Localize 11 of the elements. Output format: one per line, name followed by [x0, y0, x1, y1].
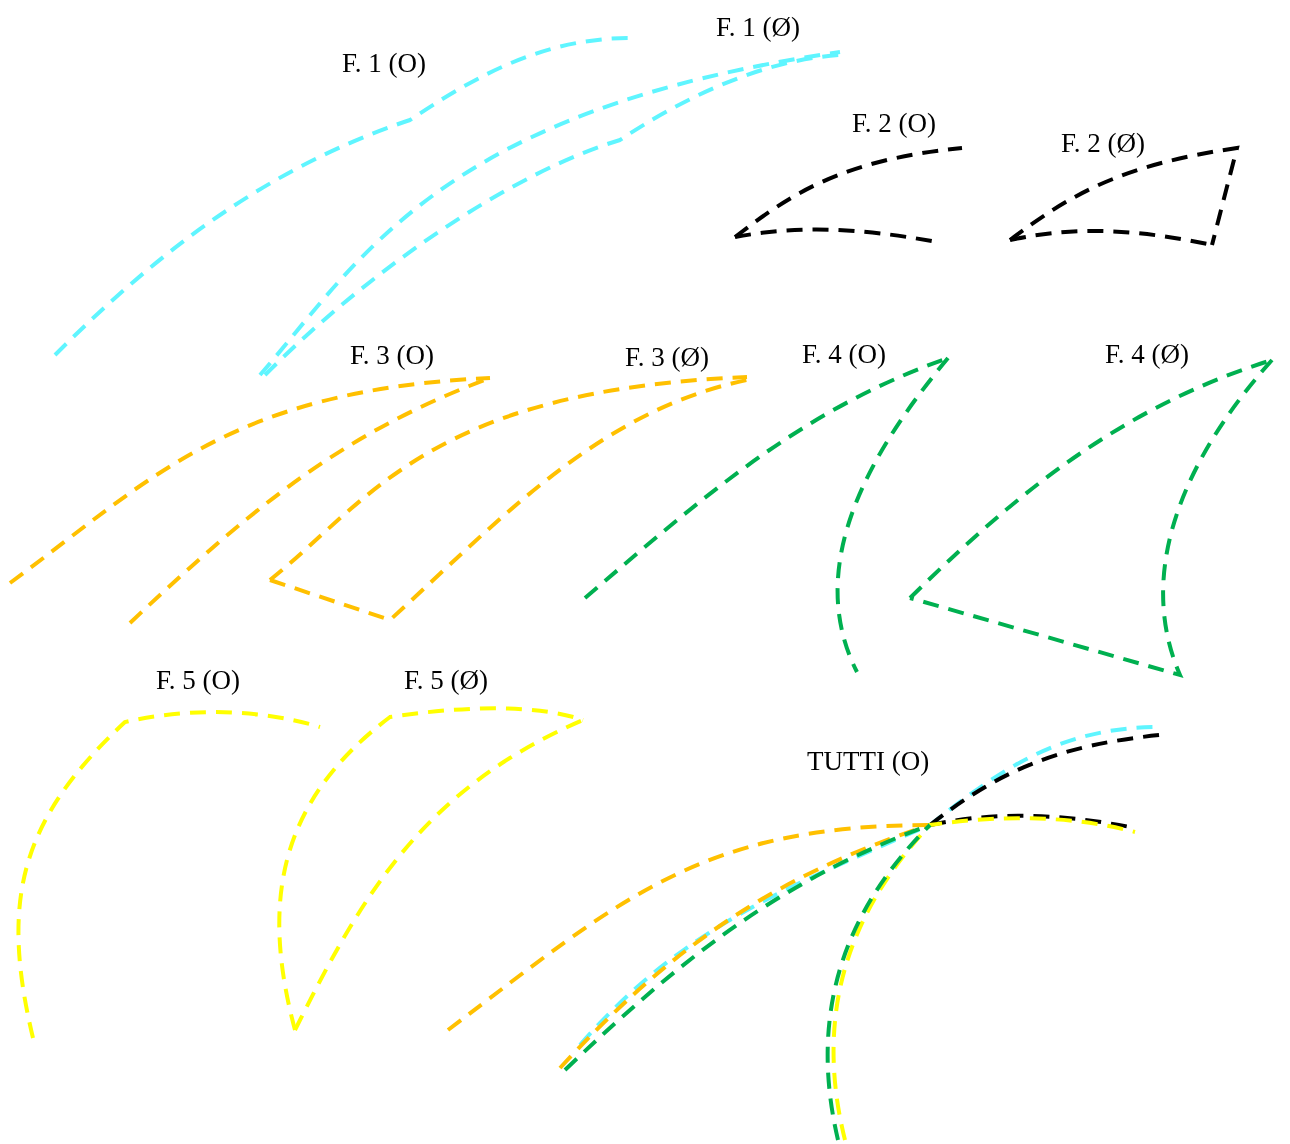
figure-label: F. 5 (O) — [156, 667, 241, 694]
figure-label: F. 2 (Ø) — [1061, 130, 1146, 157]
figure-label: F. 3 (O) — [350, 342, 435, 369]
figure-label: F. 3 (Ø) — [625, 344, 710, 371]
figure-label: F. 1 (Ø) — [716, 14, 801, 41]
figure-label: F. 4 (Ø) — [1105, 341, 1190, 368]
figure-label: F. 5 (Ø) — [404, 667, 489, 694]
figure-label: TUTTI (O) — [807, 748, 930, 775]
figure-label: F. 2 (O) — [852, 110, 937, 137]
figure-label: F. 4 (O) — [802, 341, 887, 368]
figure-label: F. 1 (O) — [342, 50, 427, 77]
